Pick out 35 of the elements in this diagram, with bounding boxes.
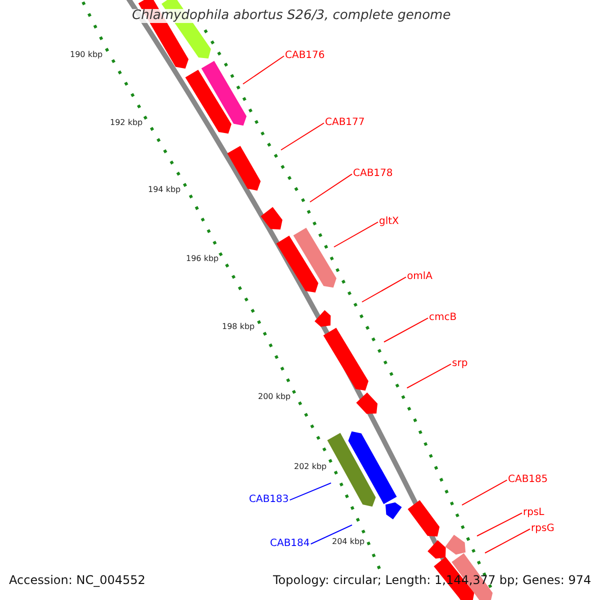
leader-line [310,174,352,202]
leader-line [484,528,530,554]
leader-line [289,482,332,501]
gene-label: CAB177 [325,117,365,128]
map-title: Chlamydophila abortus S26/3, complete genome [132,9,451,24]
gene-label: rpsG [531,523,554,534]
gene-label: gltX [379,216,399,227]
leader-line [280,122,324,150]
scale-label: 198 kbp [222,323,255,332]
scale-label: 194 kbp [148,186,181,195]
gene-label: CAB184 [270,538,310,549]
gene-label: CAB178 [353,168,393,179]
gene-label: srp [452,358,468,369]
scale-label: 200 kbp [258,393,291,402]
leader-line [310,524,352,544]
gene-label: omlA [407,271,432,282]
leader-line [384,318,428,342]
scale-label: 202 kbp [294,463,327,472]
scale-label: 204 kbp [332,538,365,547]
scale-label: 192 kbp [110,119,143,128]
leader-line [334,222,378,248]
footer-text: Topology: circular; Length: 1,144,377 bp; Genes: 974 [273,574,592,588]
leader-line [476,512,522,536]
scale-label: 190 kbp [70,51,103,60]
gene-label: rpsL [523,507,544,518]
leader-line [362,276,406,302]
gene-label: cmcB [429,312,457,323]
scale-label: 196 kbp [186,255,219,264]
footer-text: Accession: NC_004552 [9,574,146,588]
leader-line [462,480,508,506]
gene-label: CAB183 [249,494,289,505]
gene-label: CAB185 [508,474,548,485]
leader-line [406,364,452,388]
gene-label: CAB176 [285,50,325,61]
leader-line [242,56,284,84]
